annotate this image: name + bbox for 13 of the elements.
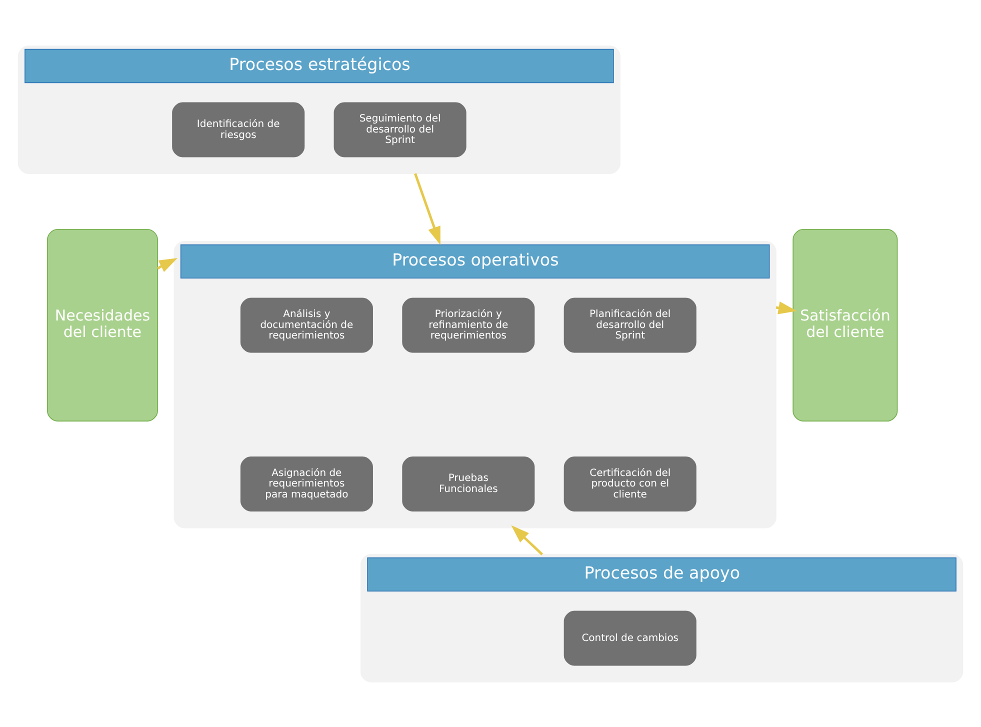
node-box: Necesidades del cliente bbox=[47, 228, 158, 422]
node-box: Priorización y refinamiento de requerimientos bbox=[402, 297, 535, 352]
arrow bbox=[414, 172, 440, 245]
node-box: Asignación de requerimientos para maquetado bbox=[240, 456, 373, 512]
node-box: Certificación del producto con el cliente bbox=[564, 456, 696, 512]
node-box: Planificación del desarrollo del Sprint bbox=[564, 297, 696, 352]
node-box: Seguimiento del desarrollo del Sprint bbox=[334, 102, 466, 157]
node-box: Satisfacción del cliente bbox=[792, 228, 898, 422]
node-box: Análisis y documentación de requerimientos bbox=[240, 297, 373, 352]
node-box: Identificación de riesgos bbox=[172, 102, 305, 157]
arrow bbox=[511, 524, 544, 555]
node-box: Pruebas Funcionales bbox=[402, 456, 535, 512]
node-box: Control de cambios bbox=[564, 610, 696, 666]
